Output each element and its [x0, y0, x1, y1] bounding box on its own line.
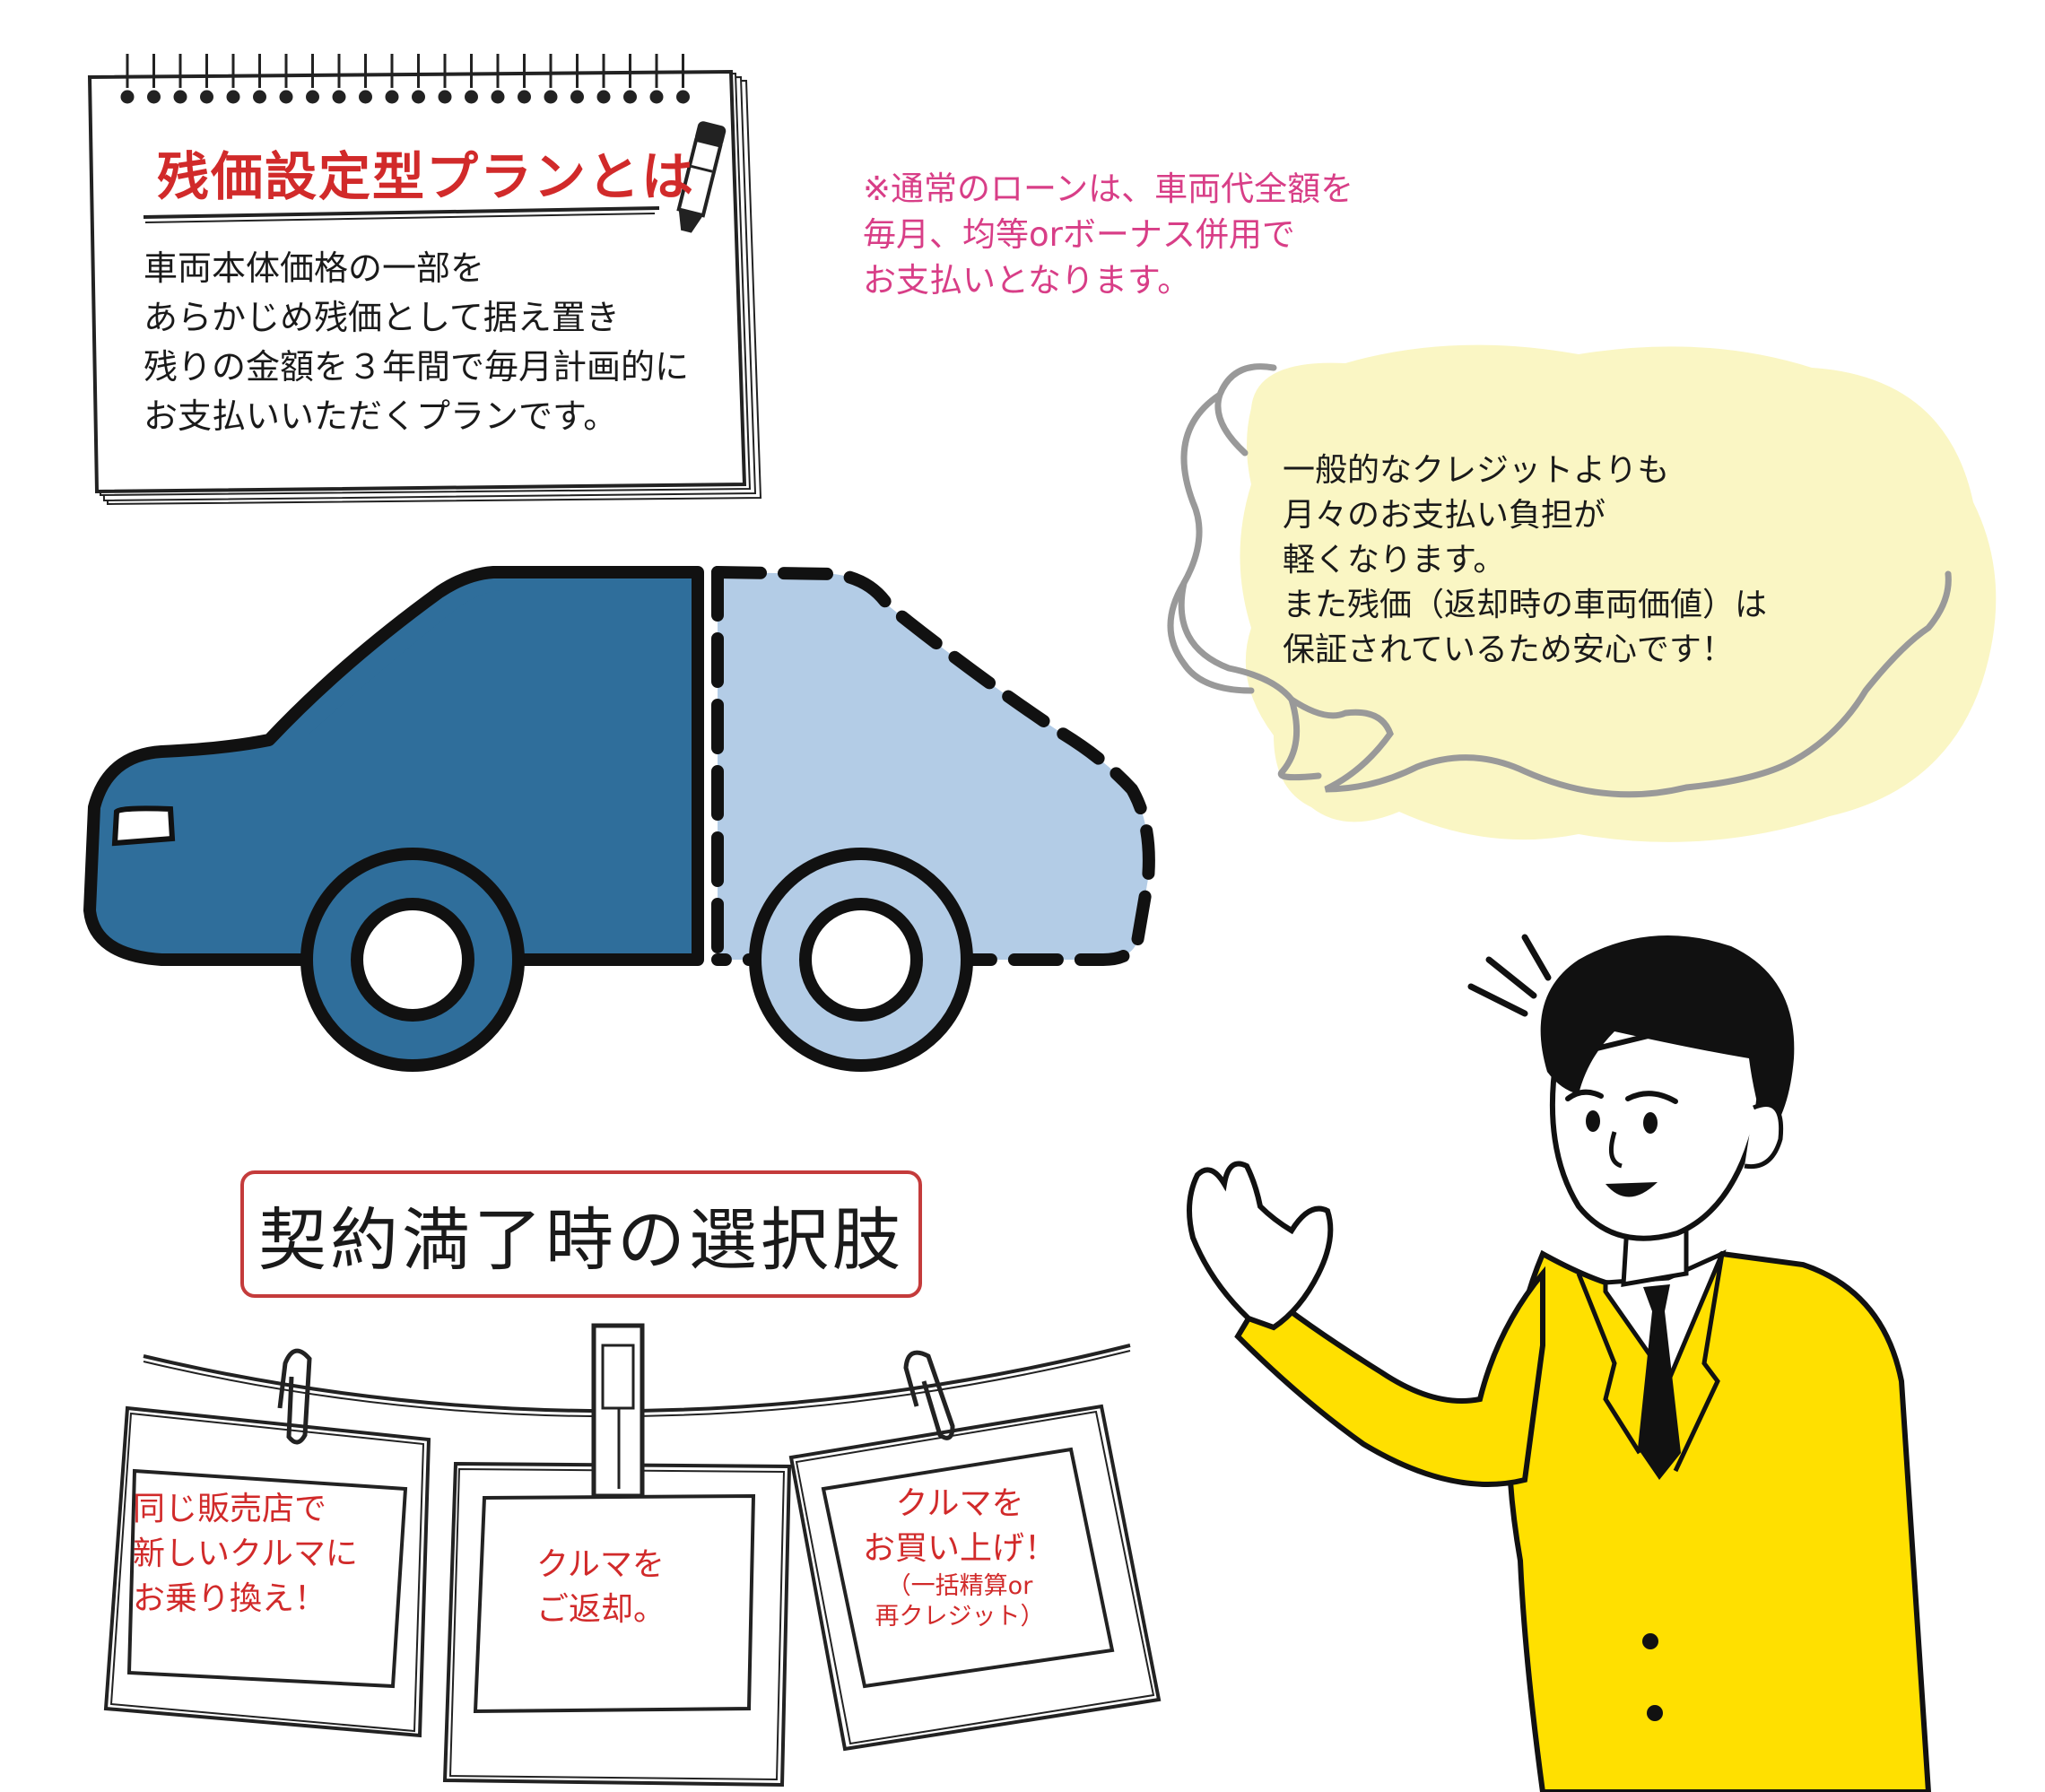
option-line: クルマを: [536, 1546, 665, 1583]
loan-remark: ※通常のローンは、車両代全額を 毎月、均等orボーナス併用で お支払いとなります…: [863, 166, 1353, 303]
spiral-hole: [147, 90, 161, 104]
notepad-body: 車両本体価格の一部を あらかじめ残価として据え置き 残りの金額を３年間で毎月計画…: [144, 244, 689, 441]
option-line: クルマを: [895, 1485, 1024, 1522]
option-sub-line: （一括精算or: [886, 1572, 1033, 1600]
option-sub-line: 再クレジット）: [875, 1603, 1045, 1631]
spiral-hole: [226, 90, 240, 104]
spiral-hole: [596, 90, 611, 104]
spiral-hole: [412, 90, 425, 104]
bubble-line: 一般的なクレジットよりも: [1283, 452, 1670, 489]
option-line: 同じ販売店で: [133, 1491, 327, 1527]
spiral-hole: [676, 90, 690, 104]
notepad-body-line: お支払いいただくプランです。: [144, 396, 618, 436]
spiral-hole: [570, 90, 584, 104]
spiral-hole: [359, 90, 372, 104]
remark-line: お支払いとなります。: [863, 261, 1191, 300]
options-heading-box: 契約満了時の選択肢: [240, 1170, 922, 1298]
spiral-hole: [518, 90, 531, 104]
notepad-body-line: 車両本体価格の一部を: [144, 248, 485, 288]
car-illustration: [83, 566, 1155, 1072]
notepad-body-line: あらかじめ残価として据え置き: [144, 298, 620, 337]
bubble-text: 一般的なクレジットよりも 月々のお支払い負担が 軽くなります。 また残価（返却時…: [1283, 448, 1767, 673]
option-line: 新しいクルマに: [133, 1535, 358, 1572]
spiral-hole: [623, 90, 637, 104]
bubble-line: また残価（返却時の車両価値）は: [1283, 587, 1768, 623]
spiral-hole: [649, 90, 664, 104]
spiral-hole: [173, 90, 187, 104]
spiral-hole: [120, 90, 135, 104]
pen-icon: [676, 121, 727, 233]
option-line: お買い上げ！: [862, 1530, 1057, 1567]
option-card-1-caption: 同じ販売店で 新しいクルマに お乗り換え！: [133, 1487, 358, 1622]
spiral-hole: [253, 90, 266, 104]
spiral-hole: [306, 90, 319, 104]
bubble-line: 月々のお支払い負担が: [1283, 497, 1606, 534]
bubble-line: 軽くなります。: [1283, 542, 1506, 578]
spiral-hole: [465, 90, 478, 104]
option-card-2-caption: クルマを ご返却。: [536, 1543, 666, 1632]
spiral-hole: [385, 90, 399, 104]
option-card-3-caption: クルマを お買い上げ！ （一括精算or 再クレジット）: [807, 1482, 1112, 1632]
options-heading: 契約満了時の選択肢: [258, 1200, 904, 1280]
spiral-hole: [491, 90, 505, 104]
notepad-title: 残価設定型プランとは: [157, 146, 696, 207]
option-line: ご返却。: [536, 1591, 666, 1628]
remark-line: ※通常のローンは、車両代全額を: [863, 170, 1354, 208]
option-line: お乗り換え！: [133, 1580, 327, 1617]
remark-line: 毎月、均等orボーナス併用で: [863, 215, 1295, 254]
spiral-hole: [279, 90, 293, 104]
spiral-hole: [438, 90, 452, 104]
spiral-hole: [544, 90, 558, 104]
bubble-line: 保証されているため安心です！: [1283, 631, 1734, 668]
notepad-body-line: 残りの金額を３年間で毎月計画的に: [144, 347, 690, 387]
spiral-hole: [332, 90, 346, 104]
spiral-hole: [200, 90, 213, 104]
